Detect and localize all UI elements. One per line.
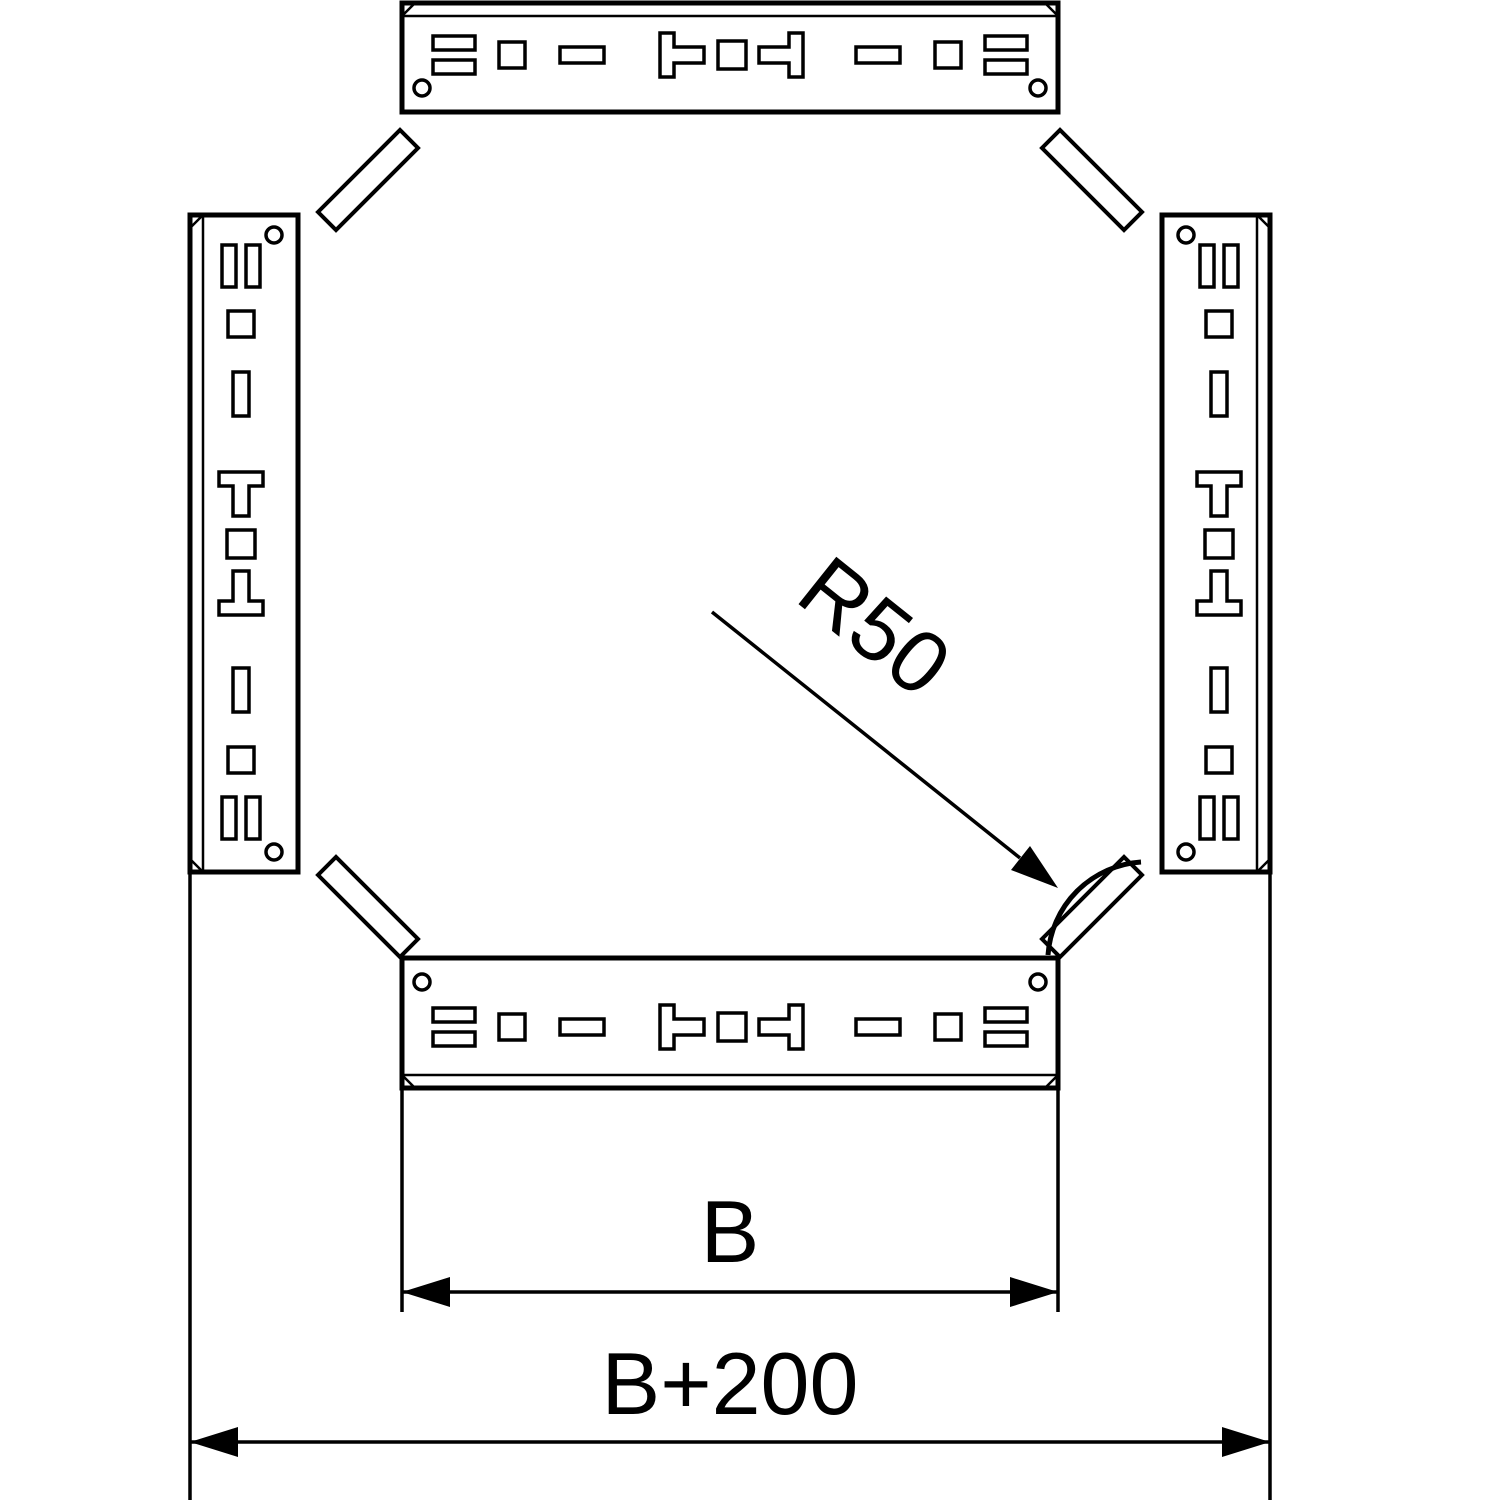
dimension-b-plus-200: B+200 <box>188 874 1272 1500</box>
dimension-b-label: B <box>701 1182 760 1281</box>
right-rail <box>1159 212 1273 875</box>
left-rail <box>187 212 301 875</box>
mounting-hole <box>1028 78 1048 98</box>
dimension-b200-label: B+200 <box>602 1334 859 1433</box>
radius-annotation: R50 <box>710 537 1058 888</box>
mounting-hole <box>1028 972 1048 992</box>
mounting-hole <box>264 225 284 245</box>
left-rail-corner-tick <box>189 858 204 873</box>
corner-chamfer-top-left <box>315 127 421 233</box>
mounting-hole <box>412 78 432 98</box>
dimension-b200-arrow-left <box>190 1427 238 1457</box>
bottom-rail <box>399 955 1061 1091</box>
radius-arrowhead <box>1011 846 1058 888</box>
mounting-hole <box>264 842 284 862</box>
corner-radius-arc <box>1045 859 1142 956</box>
dimension-b200-arrow-right <box>1222 1427 1270 1457</box>
corner-chamfer-bottom-left <box>315 854 421 960</box>
bottom-rail-corner-tick <box>401 1074 416 1089</box>
right-rail-corner-tick <box>1256 214 1271 229</box>
top-rail-corner-tick <box>401 2 416 17</box>
top-rail <box>399 0 1061 115</box>
radius-leader-line <box>710 610 1022 860</box>
bottom-rail-corner-tick <box>1044 1074 1059 1089</box>
mounting-hole <box>1176 842 1196 862</box>
mounting-hole <box>412 972 432 992</box>
right-rail-corner-tick <box>1256 858 1271 873</box>
corner-chamfer-top-right <box>1039 127 1145 233</box>
top-rail-corner-tick <box>1044 2 1059 17</box>
left-rail-corner-tick <box>189 214 204 229</box>
dimension-b-arrow-right <box>1010 1277 1058 1307</box>
dimension-b-arrow-left <box>402 1277 450 1307</box>
dimension-b: B <box>400 1090 1060 1312</box>
corner-chamfers <box>315 127 1145 960</box>
corner-chamfer-bottom-right <box>1039 854 1145 960</box>
mounting-hole <box>1176 225 1196 245</box>
